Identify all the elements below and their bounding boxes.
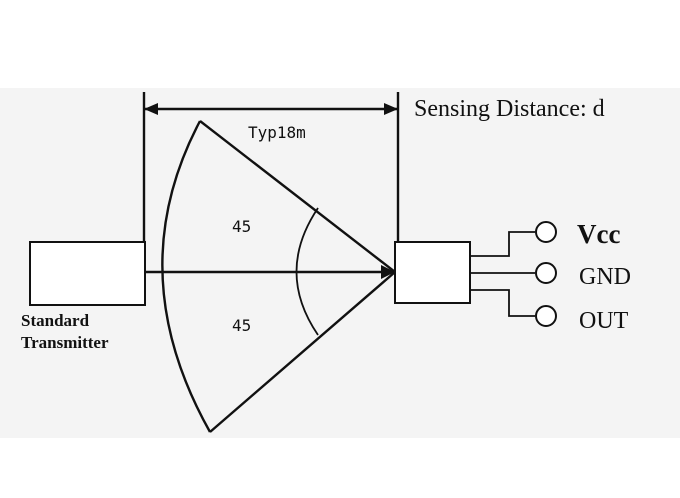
out-label: OUT (579, 308, 629, 334)
distance-right-arrowhead (384, 103, 398, 115)
lower-fan-boundary (209, 271, 396, 433)
standard-transmitter-box (29, 241, 146, 306)
transmitter-label-line1: Standard (21, 311, 90, 330)
out-wire (470, 289, 535, 317)
upper-angle-label: 45 (232, 217, 251, 236)
gnd-label: GND (579, 264, 631, 290)
upper-fan-boundary (199, 120, 396, 273)
fan-outer-arc (161, 120, 212, 433)
sensor-box (394, 241, 471, 304)
vcc-wire (470, 231, 535, 257)
angle-arc (295, 207, 319, 336)
lower-angle-label: 45 (232, 316, 251, 335)
center-axis-arrowhead (381, 265, 395, 279)
gnd-terminal (535, 262, 557, 284)
vcc-terminal (535, 221, 557, 243)
vcc-label: Vcc (577, 219, 620, 249)
distance-left-arrowhead (144, 103, 158, 115)
transmitter-label-line2: Transmitter (21, 333, 109, 352)
sensing-distance-label: Sensing Distance: d (414, 96, 605, 122)
typical-range-label: Typ18m (248, 123, 306, 142)
out-terminal (535, 305, 557, 327)
